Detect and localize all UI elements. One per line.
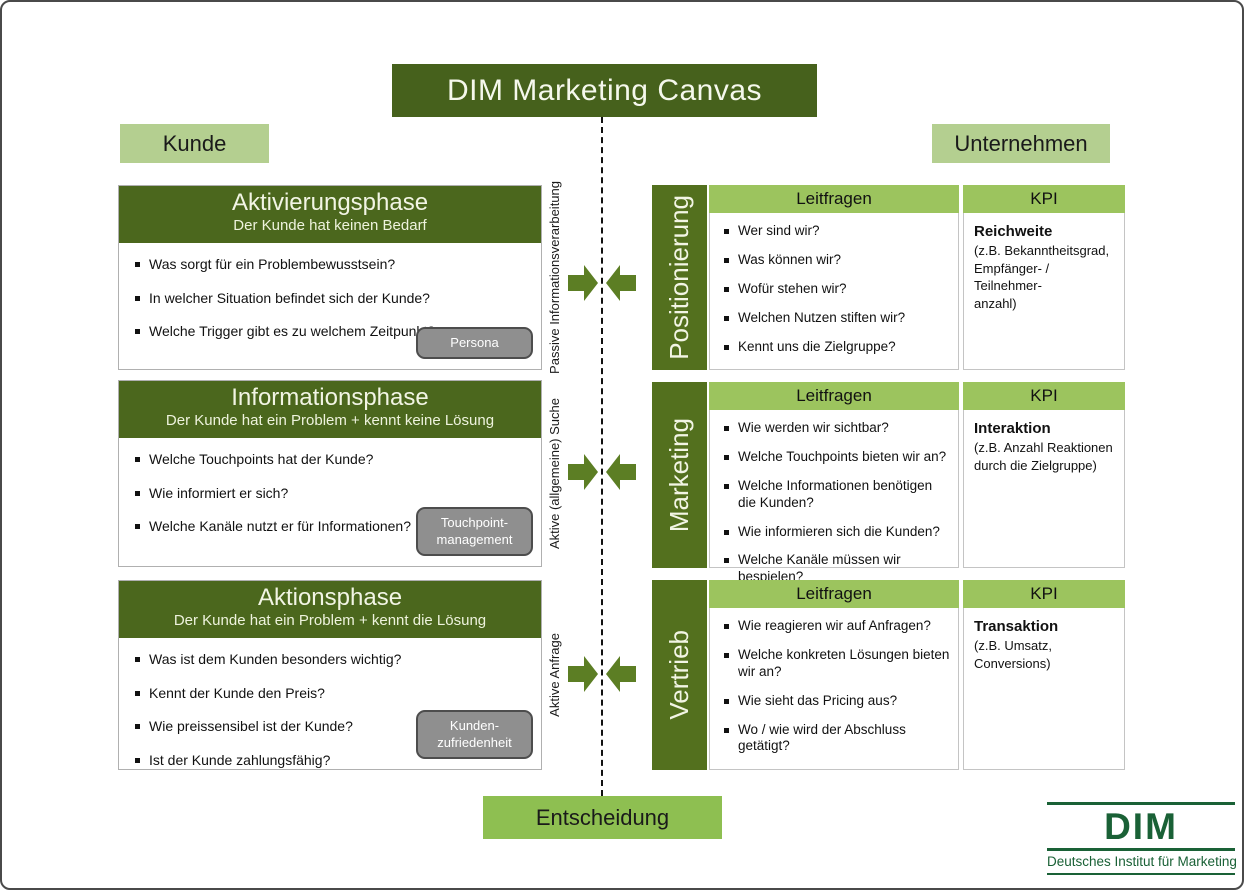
question-item: Welche Touchpoints hat der Kunde? xyxy=(133,451,531,469)
phase-subtitle: Der Kunde hat ein Problem + kennt die Lö… xyxy=(173,611,487,629)
question-item: Welche Touchpoints bieten wir an? xyxy=(722,449,950,466)
question-item: Welche Kanäle nutzt er für Informationen… xyxy=(133,518,531,536)
kpi-header: KPI xyxy=(963,185,1125,213)
question-item: In welcher Situation befindet sich der K… xyxy=(133,290,531,308)
phase-title: Aktivierungsphase xyxy=(231,189,429,216)
question-item: Wie informieren sich die Kunden? xyxy=(722,524,950,541)
converging-arrows-icon xyxy=(568,454,636,490)
converging-arrows-icon xyxy=(568,656,636,692)
kpi-title: Transaktion xyxy=(974,618,1059,635)
phase-title: Aktionsphase xyxy=(257,584,403,611)
leitfragen-body: Wer sind wir? Was können wir? Wofür steh… xyxy=(709,213,959,370)
question-item: Welche konkreten Lösungen bieten wir an? xyxy=(722,647,950,681)
kpi-description: (z.B. Bekanntheitsgrad, Empfänger- / Tei… xyxy=(974,243,1110,311)
question-item: Wie informiert er sich? xyxy=(133,485,531,503)
kpi-description: (z.B. Anzahl Reaktionen durch die Zielgr… xyxy=(974,440,1113,473)
page-title: DIM Marketing Canvas xyxy=(392,64,817,117)
kpi-body: Transaktion (z.B. Umsatz, Conversions) xyxy=(963,608,1125,770)
question-item: Was ist dem Kunden besonders wichtig? xyxy=(133,651,531,669)
phase-subtitle: Der Kunde hat keinen Bedarf xyxy=(233,216,427,234)
logo-divider xyxy=(1047,802,1235,805)
phase-question-list: Welche Touchpoints hat der Kunde? Wie in… xyxy=(119,438,541,536)
question-item: Welche Informationen benötigen die Kunde… xyxy=(722,478,950,512)
center-dashed-divider xyxy=(601,117,603,796)
leitfragen-column: Leitfragen Wer sind wir? Was können wir?… xyxy=(709,185,959,370)
kpi-title: Reichweite xyxy=(974,223,1053,240)
kpi-header: KPI xyxy=(963,580,1125,608)
stage-label-aktive-anfrage: Aktive Anfrage xyxy=(546,633,562,717)
kpi-body: Reichweite (z.B. Bekanntheitsgrad, Empfä… xyxy=(963,213,1125,370)
converging-arrows-icon xyxy=(568,265,636,301)
question-item: Wer sind wir? xyxy=(722,223,950,240)
section-bar-marketing: Marketing xyxy=(652,382,707,568)
phase-box-aktivierungsphase: Aktivierungsphase Der Kunde hat keinen B… xyxy=(118,185,542,370)
question-item: Welchen Nutzen stiften wir? xyxy=(722,310,950,327)
leitfragen-column: Leitfragen Wie reagieren wir auf Anfrage… xyxy=(709,580,959,770)
question-item: Wie reagieren wir auf Anfragen? xyxy=(722,618,950,635)
question-item: Wie werden wir sichtbar? xyxy=(722,420,950,437)
logo-acronym: DIM xyxy=(1104,805,1178,847)
logo-divider xyxy=(1047,848,1235,851)
phase-subtitle: Der Kunde hat ein Problem + kennt keine … xyxy=(165,411,495,429)
stage-label-passive-informationsverarbeitung: Passive Informationsverarbeitung xyxy=(546,181,562,374)
tool-badge-touchpointmanagement: Touchpoint- management xyxy=(416,506,533,556)
tool-badge-persona: Persona xyxy=(416,327,533,359)
phase-header: Informationsphase Der Kunde hat ein Prob… xyxy=(119,381,541,438)
question-item: Kennt der Kunde den Preis? xyxy=(133,685,531,703)
decision-label: Entscheidung xyxy=(483,796,722,839)
leitfragen-body: Wie reagieren wir auf Anfragen? Welche k… xyxy=(709,608,959,770)
kpi-column: KPI Transaktion (z.B. Umsatz, Conversion… xyxy=(963,580,1125,770)
leitfragen-header: Leitfragen xyxy=(709,580,959,608)
dim-logo: DIM Deutsches Institut für Marketing xyxy=(1047,802,1237,876)
kpi-header: KPI xyxy=(963,382,1125,410)
kpi-description: (z.B. Umsatz, Conversions) xyxy=(974,638,1053,671)
question-item: Wie sieht das Pricing aus? xyxy=(722,693,950,710)
kpi-body: Interaktion (z.B. Anzahl Reaktionen durc… xyxy=(963,410,1125,568)
question-item: Wie preissensibel ist der Kunde? xyxy=(133,718,531,736)
question-item: Ist der Kunde zahlungsfähig? xyxy=(133,752,531,770)
leitfragen-header: Leitfragen xyxy=(709,382,959,410)
logo-caption: Deutsches Institut für Marketing xyxy=(1047,853,1237,869)
section-bar-vertrieb: Vertrieb xyxy=(652,580,707,770)
leitfragen-header: Leitfragen xyxy=(709,185,959,213)
phase-box-informationsphase: Informationsphase Der Kunde hat ein Prob… xyxy=(118,380,542,567)
tool-badge-kundenzufriedenheit: Kunden- zufriedenheit xyxy=(416,709,533,759)
phase-header: Aktivierungsphase Der Kunde hat keinen B… xyxy=(119,186,541,243)
phase-question-list: Was ist dem Kunden besonders wichtig? Ke… xyxy=(119,638,541,769)
question-item: Was können wir? xyxy=(722,252,950,269)
phase-question-list: Was sorgt für ein Problembewusstsein? In… xyxy=(119,243,541,341)
leitfragen-column: Leitfragen Wie werden wir sichtbar? Welc… xyxy=(709,382,959,584)
kpi-column: KPI Reichweite (z.B. Bekanntheitsgrad, E… xyxy=(963,185,1125,370)
kpi-column: KPI Interaktion (z.B. Anzahl Reaktionen … xyxy=(963,382,1125,568)
company-column-label: Unternehmen xyxy=(932,124,1110,163)
question-item: Kennt uns die Zielgruppe? xyxy=(722,339,950,356)
logo-divider xyxy=(1047,872,1235,876)
section-bar-positionierung: Positionierung xyxy=(652,185,707,370)
leitfragen-body: Wie werden wir sichtbar? Welche Touchpoi… xyxy=(709,410,959,584)
question-item: Wofür stehen wir? xyxy=(722,281,950,298)
question-item: Wo / wie wird der Abschluss getätigt? xyxy=(722,722,950,756)
kpi-title: Interaktion xyxy=(974,420,1051,437)
phase-title: Informationsphase xyxy=(231,384,429,411)
customer-column-label: Kunde xyxy=(120,124,269,163)
question-item: Was sorgt für ein Problembewusstsein? xyxy=(133,256,531,274)
phase-header: Aktionsphase Der Kunde hat ein Problem +… xyxy=(119,581,541,638)
phase-box-aktionsphase: Aktionsphase Der Kunde hat ein Problem +… xyxy=(118,580,542,770)
question-item: Welche Trigger gibt es zu welchem Zeitpu… xyxy=(133,323,531,341)
stage-label-aktive-allgemeine-suche: Aktive (allgemeine) Suche xyxy=(546,397,562,550)
